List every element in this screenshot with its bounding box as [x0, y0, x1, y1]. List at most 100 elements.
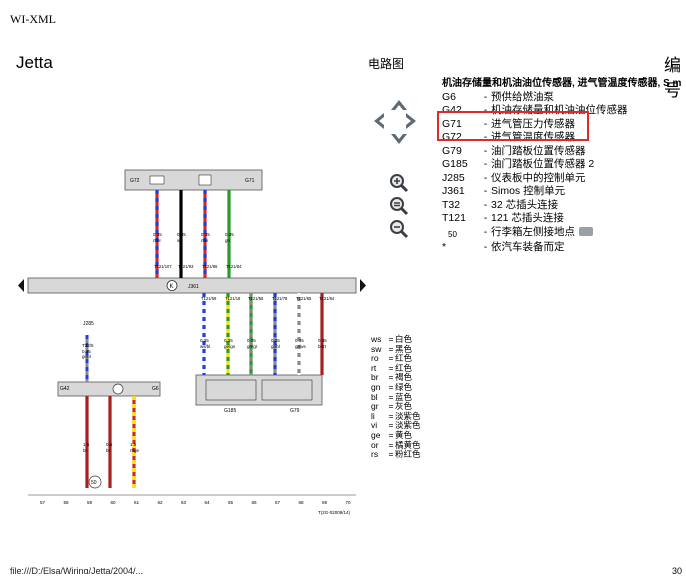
zoom-out-icon[interactable] — [388, 218, 410, 240]
legend-row: J285-仪表板中的控制单元 — [442, 172, 686, 186]
color-code: gn — [371, 381, 381, 392]
color-code-equals: = — [388, 401, 394, 412]
legend-row: G185-油门踏板位置传感器 2 — [442, 158, 686, 172]
legend-dash: - — [483, 117, 488, 130]
g185-symbol — [205, 379, 257, 401]
color-code-equals: = — [388, 391, 394, 402]
legend-dash: - — [483, 104, 488, 116]
j285-wire-size: 0.35 — [82, 349, 91, 354]
color-code-equals: = — [388, 353, 394, 364]
color-code-row: ro=红色 — [371, 354, 421, 364]
color-code: rt — [371, 362, 377, 373]
legend-code: J361 — [442, 185, 465, 197]
color-code-row: ge=黄色 — [371, 429, 421, 441]
legend-row: G71-进气管压力传感器 — [442, 118, 686, 132]
wire-connector: T121/65 — [296, 296, 312, 301]
legend-dash: - — [483, 198, 488, 211]
color-name: 蓝色 — [395, 391, 413, 402]
zoom-in-icon[interactable] — [388, 172, 410, 194]
j361-connector-symbol — [166, 280, 178, 291]
pan-down-icon[interactable] — [388, 128, 410, 150]
camera-icon[interactable] — [579, 227, 593, 237]
color-name: 黄色 — [395, 429, 413, 440]
color-name: 黑色 — [395, 343, 413, 354]
color-name: 淡紫色 — [395, 410, 421, 421]
position-number: 68 — [299, 500, 305, 505]
wire-size: 1.5 — [130, 442, 137, 447]
color-name: 绿色 — [395, 381, 413, 392]
wire-color: br — [106, 448, 111, 453]
color-name: 褐色 — [395, 372, 413, 383]
color-code: or — [371, 439, 379, 450]
wire-connector: T121/107 — [154, 264, 172, 269]
zoom-fit-icon[interactable] — [388, 195, 410, 217]
color-code: br — [371, 372, 379, 383]
legend-code: G42 — [442, 104, 462, 116]
g42-g6-sensor-box — [57, 381, 161, 397]
color-code: rs — [371, 449, 379, 460]
legend-dash: - — [483, 185, 488, 197]
color-code-row: bl =蓝色 — [371, 391, 421, 403]
legend-description: Simos 控制单元 — [491, 185, 566, 197]
pan-right-icon[interactable] — [400, 110, 422, 132]
wire-size: 0.35 — [225, 232, 234, 237]
color-code-equals: = — [388, 372, 394, 383]
scroll-left-icon[interactable] — [18, 279, 24, 292]
legend-dash: - — [483, 225, 488, 238]
right-wire-group: 0.35ws/blT121/590.35ge/gnT121/180.35gn/g… — [200, 293, 335, 375]
wire-size: 0.35 — [271, 338, 280, 343]
legend-description: 预供给燃油泵 — [491, 90, 554, 103]
color-code-equals: = — [388, 334, 394, 344]
ground-point-symbol — [88, 475, 102, 489]
ground-point-label: 50 — [91, 480, 97, 486]
legend-dash: - — [483, 144, 488, 157]
color-code-equals: = — [388, 439, 394, 450]
wire-connector: T121/84 — [226, 264, 242, 269]
wire-size: 0.35 — [224, 338, 233, 343]
wiring-diagram: G72 G71 K J361 G185 G79 G42 G6 J285 T32/… — [18, 169, 366, 515]
color-code: ws — [371, 334, 382, 344]
legend-dash: - — [483, 212, 488, 224]
legend-description: 进气管压力传感器 — [491, 117, 575, 130]
color-code-row: gr=灰色 — [371, 402, 421, 412]
wire-color: ws/bl — [200, 344, 210, 349]
section-title: 电路图 — [368, 57, 405, 71]
j361-label: J361 — [188, 284, 199, 290]
legend-description: 仪表板中的控制单元 — [491, 171, 586, 184]
color-code-row: rs=粉红色 — [371, 450, 421, 460]
highlight-box — [437, 111, 589, 141]
legend-code: T32 — [442, 198, 461, 211]
color-code-row: br =褐色 — [371, 373, 421, 383]
j285-wire-color: gr/bl — [82, 354, 91, 359]
wire-size: 0.35 — [247, 338, 256, 343]
position-number: 65 — [228, 500, 234, 505]
g71-g72-sensor-box — [124, 169, 263, 191]
pan-left-icon[interactable] — [368, 110, 390, 132]
legend-description: 油门踏板位置传感器 — [491, 144, 586, 157]
wire-size: 0.5 — [106, 442, 113, 447]
wire-color: gr/bl — [271, 344, 280, 349]
j361-control-unit — [27, 277, 357, 294]
color-name: 淡紫色 — [395, 420, 421, 431]
j285-label: J285 — [83, 321, 94, 327]
wire-color: rt/ge — [130, 448, 140, 453]
position-number: 59 — [87, 500, 93, 505]
wire-color: rt/bl — [153, 238, 161, 243]
wire-connector: T121/86 — [202, 264, 218, 269]
position-number: 60 — [111, 500, 117, 505]
pan-up-icon[interactable] — [388, 94, 410, 116]
color-code-equals: = — [388, 420, 394, 431]
top-wire-group: 0.35rt/blT121/1070.35wsT121/930.35rt/viT… — [153, 190, 242, 278]
legend-code: G79 — [442, 144, 462, 157]
color-name: 粉红色 — [395, 449, 421, 460]
wire-color: gn/gr — [247, 344, 258, 349]
g71-label: G71 — [245, 178, 255, 184]
g185-label: G185 — [224, 408, 236, 414]
color-code: bl — [371, 391, 378, 402]
color-name: 灰色 — [395, 401, 413, 412]
wire-color: ws — [177, 238, 183, 243]
position-number: 63 — [181, 500, 187, 505]
scroll-right-icon[interactable] — [360, 279, 366, 292]
